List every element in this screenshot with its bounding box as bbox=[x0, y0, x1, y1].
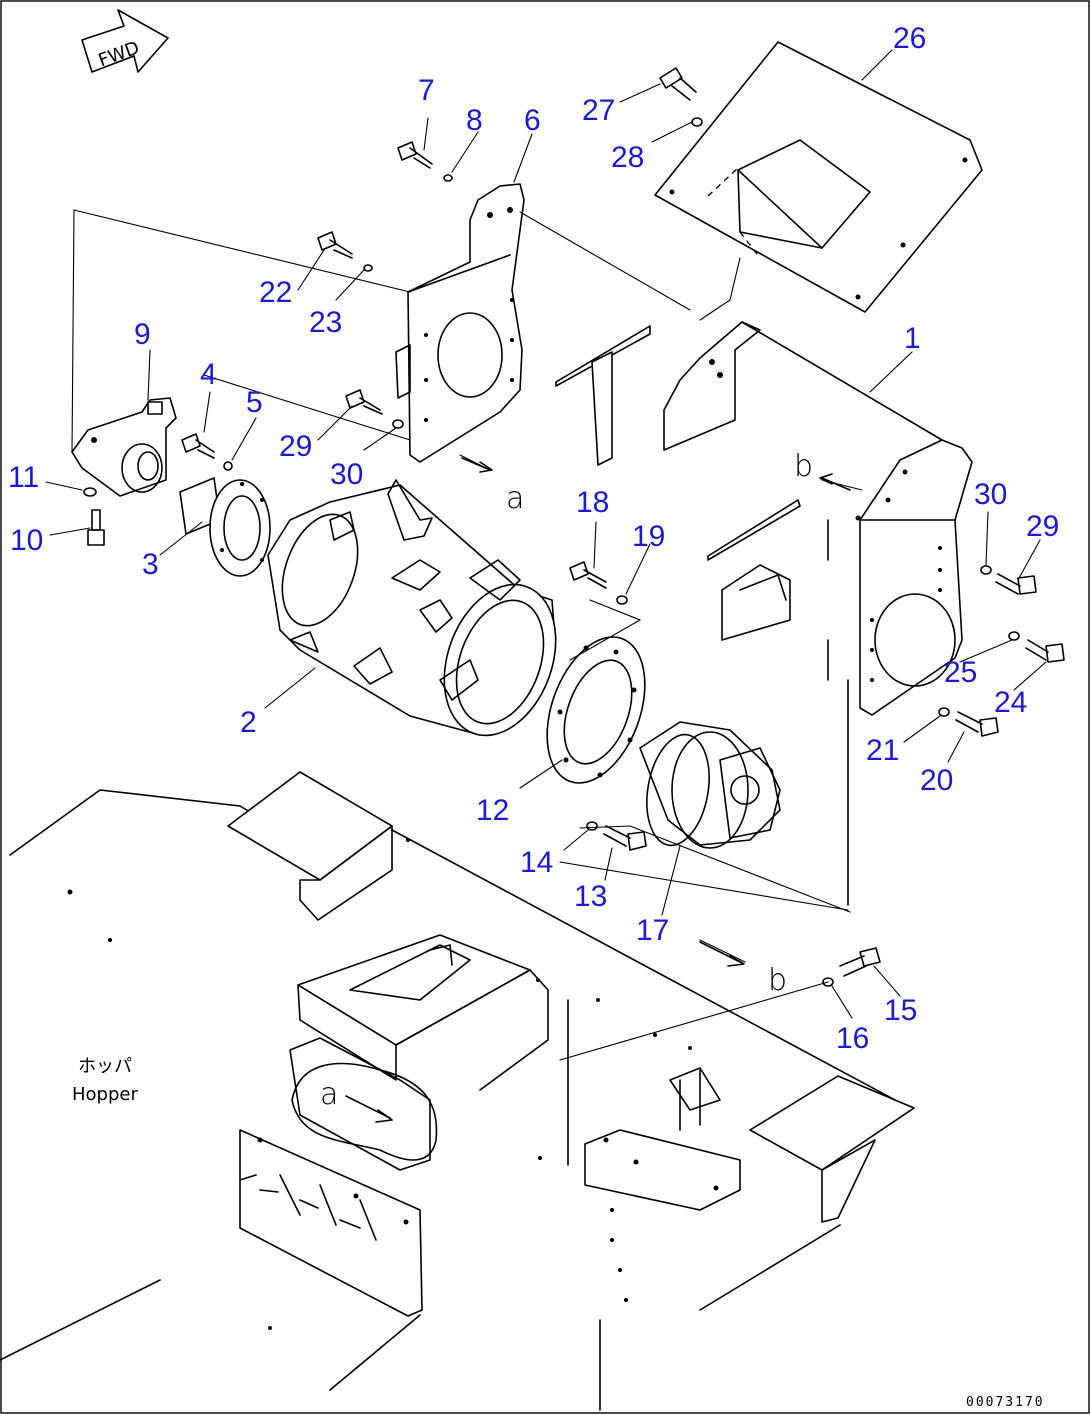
washer-23-icon bbox=[363, 264, 373, 272]
callout-20: 20 bbox=[920, 764, 953, 797]
callout-29-right: 29 bbox=[1026, 510, 1059, 543]
callout-10: 10 bbox=[10, 524, 43, 557]
bolt-4-icon bbox=[181, 433, 215, 459]
callout-6: 6 bbox=[524, 104, 541, 137]
bolt-22-icon bbox=[317, 231, 353, 259]
bolt-24-icon bbox=[1025, 639, 1065, 663]
washer-5-icon bbox=[223, 461, 233, 471]
callout-16: 16 bbox=[836, 1022, 869, 1055]
construction-lines bbox=[71, 167, 863, 1061]
washer-19-icon bbox=[616, 595, 628, 605]
callout-1: 1 bbox=[904, 322, 921, 355]
callout-22: 22 bbox=[259, 276, 292, 309]
view-label-b-lower: b bbox=[768, 963, 787, 998]
bolt-7-icon bbox=[397, 141, 433, 169]
top-cover-plate bbox=[654, 41, 983, 313]
callout-numbers: 7 8 6 26 27 28 22 23 9 4 5 1 29 30 11 10… bbox=[8, 22, 1059, 1055]
gear-housing-9 bbox=[71, 397, 177, 497]
washer-16-icon bbox=[822, 977, 834, 987]
callout-30-left: 30 bbox=[330, 458, 363, 491]
view-label-a-lower: a bbox=[320, 1077, 338, 1112]
view-label-a-upper: a bbox=[506, 481, 524, 516]
callout-24: 24 bbox=[994, 686, 1027, 719]
washer-21-icon bbox=[938, 707, 950, 717]
callout-28: 28 bbox=[611, 141, 644, 174]
drum-2 bbox=[267, 479, 557, 737]
guide-plate-upper bbox=[555, 325, 651, 466]
callout-5: 5 bbox=[246, 386, 263, 419]
flange-12 bbox=[546, 636, 646, 784]
hopper-label-jp: ホッパ bbox=[78, 1056, 132, 1077]
washer-30b-icon bbox=[980, 565, 992, 575]
bolt-20-icon bbox=[955, 711, 999, 737]
callout-21: 21 bbox=[866, 734, 899, 767]
motor-17 bbox=[639, 721, 781, 849]
callout-4: 4 bbox=[200, 358, 217, 391]
callout-14: 14 bbox=[520, 846, 553, 879]
callout-15: 15 bbox=[884, 994, 917, 1027]
washer-11-icon bbox=[83, 487, 97, 497]
callout-3: 3 bbox=[142, 548, 159, 581]
callout-19: 19 bbox=[632, 520, 665, 553]
callout-9: 9 bbox=[134, 318, 151, 351]
callout-12: 12 bbox=[476, 794, 509, 827]
callout-8: 8 bbox=[466, 104, 483, 137]
callout-13: 13 bbox=[574, 880, 607, 913]
bolt-27-icon bbox=[659, 67, 697, 101]
washer-8-icon bbox=[443, 174, 453, 182]
view-arrows bbox=[291, 457, 851, 1161]
washer-14-icon bbox=[586, 821, 598, 831]
washer-28-icon bbox=[691, 117, 703, 127]
callout-30-right: 30 bbox=[974, 478, 1007, 511]
callout-26: 26 bbox=[893, 22, 926, 55]
callout-17: 17 bbox=[636, 914, 669, 947]
bolt-18-icon bbox=[569, 561, 607, 589]
fwd-label: FWD bbox=[96, 37, 143, 71]
guide-plate-right bbox=[707, 499, 801, 641]
callout-7: 7 bbox=[418, 74, 435, 107]
main-frame-1 bbox=[663, 321, 973, 906]
bolt-13-icon bbox=[603, 825, 647, 851]
washer-25-icon bbox=[1008, 631, 1020, 641]
leader-lines bbox=[45, 49, 1047, 1019]
callout-29-left: 29 bbox=[279, 430, 312, 463]
left-bracket-6 bbox=[395, 183, 525, 463]
fwd-arrow-icon: FWD bbox=[81, 9, 169, 73]
bolt-10-icon bbox=[87, 509, 105, 546]
callout-23: 23 bbox=[309, 306, 342, 339]
callout-27: 27 bbox=[582, 94, 615, 127]
shaft-3 bbox=[179, 477, 271, 577]
hopper-base bbox=[0, 771, 915, 1411]
hopper-label-en: Hopper bbox=[72, 1084, 138, 1105]
view-label-b-upper: b bbox=[794, 449, 813, 484]
callout-25: 25 bbox=[944, 656, 977, 689]
bolt-29b-icon bbox=[995, 573, 1037, 595]
callout-18: 18 bbox=[576, 486, 609, 519]
bolt-15-icon bbox=[839, 947, 881, 977]
washer-30a-icon bbox=[392, 419, 404, 429]
bolt-29a-icon bbox=[345, 389, 383, 415]
callout-2: 2 bbox=[240, 706, 257, 739]
drawing-code: 00073170 bbox=[966, 1395, 1045, 1410]
callout-11: 11 bbox=[8, 461, 39, 494]
